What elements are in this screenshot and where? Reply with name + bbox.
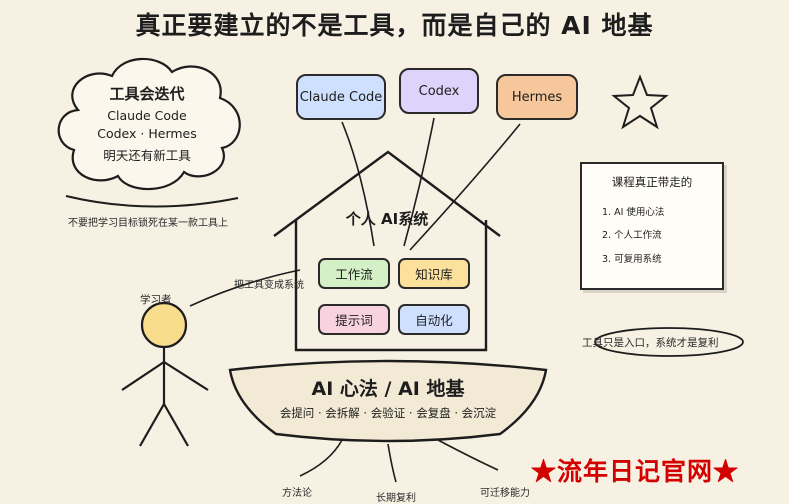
tool-line-3 — [409, 123, 521, 251]
cloud-arc — [65, 195, 239, 208]
learner-arm-right — [163, 361, 209, 391]
module-automation: 自动化 — [398, 304, 470, 335]
learner-arm-left — [121, 361, 165, 391]
tool-box-hermes: Hermes — [496, 74, 578, 120]
takeaway-card: 课程真正带走的 1. AI 使用心法 2. 个人工作流 3. 可复用系统 — [580, 162, 724, 290]
page-title: 真正要建立的不是工具，而是自己的 AI 地基 — [135, 11, 654, 40]
foundation-shape — [228, 359, 548, 443]
cloud-caption: 不要把学习目标锁死在某一款工具上 — [68, 218, 228, 229]
learner-label: 学习者 — [140, 294, 172, 306]
card-title: 课程真正带走的 — [611, 175, 693, 189]
house-title: 个人 AI系统 — [345, 210, 429, 228]
card-item-2: 2. 个人工作流 — [602, 230, 662, 241]
watermark-text: ★流年日记官网★ — [530, 457, 739, 486]
card-item-1: 1. AI 使用心法 — [602, 207, 665, 218]
note-text: 工具只是入口，系统才是复利 — [582, 337, 719, 349]
tool-line-1 — [341, 121, 375, 247]
star-icon — [611, 74, 669, 130]
root-label-long-term: 长期复利 — [376, 493, 416, 504]
learner-leg-left — [139, 403, 165, 447]
foundation-title: AI 心法 / AI 地基 — [311, 378, 465, 400]
learner-leg-right — [163, 403, 189, 447]
learner-arrow — [189, 269, 301, 307]
root-label-transferable: 可迁移能力 — [480, 488, 530, 499]
tool-box-claude-code: Claude Code — [296, 74, 386, 120]
cloud-line-3: 明天还有新工具 — [103, 148, 191, 163]
cloud-title: 工具会迭代 — [109, 85, 185, 103]
root-label-methodology: 方法论 — [282, 488, 312, 499]
module-workflow: 工作流 — [318, 258, 390, 289]
tool-line-2 — [403, 117, 435, 247]
learner-head — [140, 301, 188, 349]
tool-box-codex: Codex — [399, 68, 479, 114]
card-item-3: 3. 可复用系统 — [602, 254, 662, 265]
house-walls — [294, 220, 488, 352]
cloud-line-2: Codex · Hermes — [97, 126, 197, 141]
module-knowledge-base: 知识库 — [398, 258, 470, 289]
note-ellipse — [594, 327, 744, 357]
house-roof — [273, 150, 501, 237]
cloud-shape — [57, 57, 241, 191]
learner-arrow-label: 把工具变成系统 — [234, 280, 304, 291]
root-line-2 — [387, 443, 397, 483]
root-line-1 — [299, 439, 343, 477]
foundation-subtitle: 会提问 · 会拆解 · 会验证 · 会复盘 · 会沉淀 — [279, 406, 497, 420]
cloud-line-1: Claude Code — [107, 108, 187, 123]
root-line-3 — [437, 439, 499, 471]
module-prompts: 提示词 — [318, 304, 390, 335]
